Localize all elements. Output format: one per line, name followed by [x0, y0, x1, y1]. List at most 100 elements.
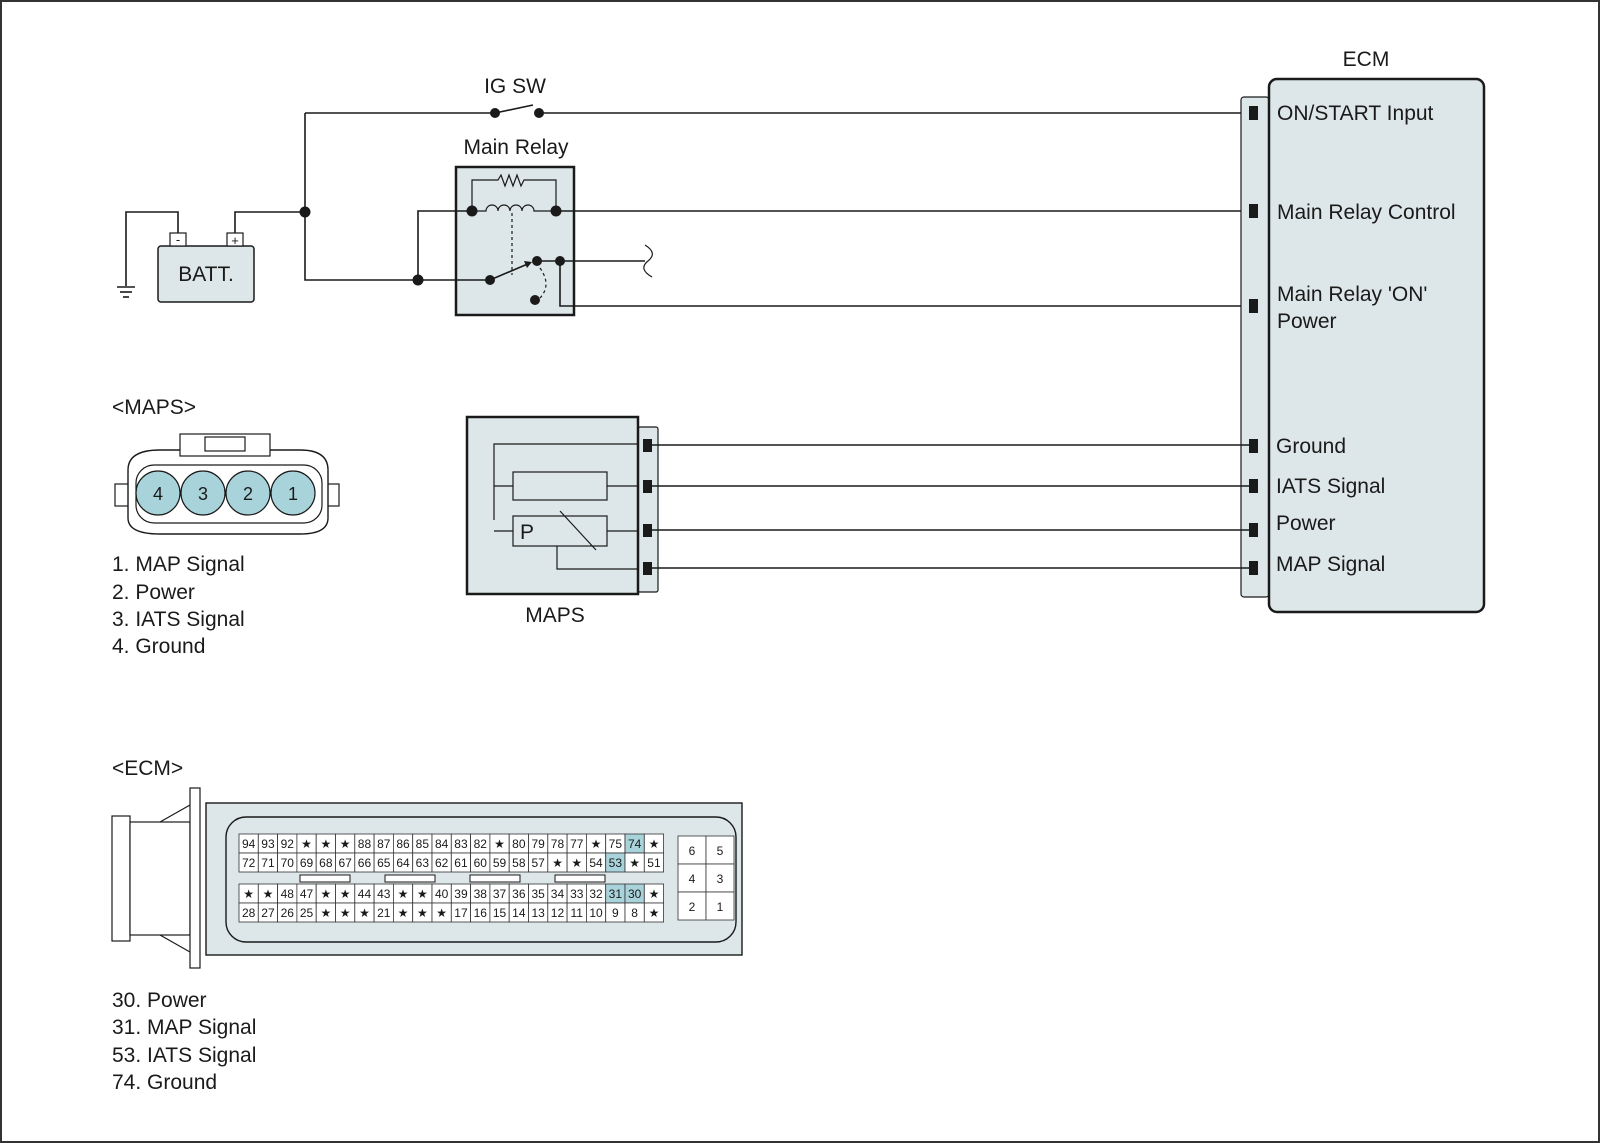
ecm-pin-label: 74 [628, 837, 642, 851]
ecm-pin-label: 11 [571, 906, 584, 920]
ecm-pin-label: 28 [242, 906, 256, 920]
ecm-pin-label: 8 [631, 906, 638, 920]
ecm-pin-label: 84 [435, 837, 449, 851]
maps-connector: <MAPS> 4 3 2 1 [112, 396, 340, 535]
ecm-pin-label: 30 [628, 887, 642, 901]
battery: - + BATT. [157, 232, 255, 303]
ecm-legend-item: 53. IATS Signal [112, 1044, 256, 1067]
ecm-pin-label: ★ [398, 906, 409, 920]
ecm-pin-label: 71 [261, 856, 275, 870]
ecm-block: ECM ON/START Input Main Relay Control Ma… [1240, 48, 1486, 614]
wire-battery-positive [234, 211, 305, 233]
maps-pin-2: 2 [243, 484, 253, 504]
ecm-pin-label: 94 [242, 837, 256, 851]
ecm-small-pin-label: 2 [689, 900, 696, 914]
ecm-pin-label: ★ [263, 887, 274, 901]
ecm-pin-label: 10 [589, 906, 603, 920]
ecm-pin-label: 32 [589, 887, 603, 901]
ecm-pin-label: ★ [398, 887, 409, 901]
ecm-pin-label: 85 [416, 837, 430, 851]
wire-main-relay-on-power [559, 261, 1250, 307]
ecm-terminal-iats-signal: IATS Signal [1276, 475, 1385, 498]
ecm-terminal-main-relay-control: Main Relay Control [1277, 201, 1456, 224]
ecm-small-pin-label: 5 [717, 844, 724, 858]
ecm-pin-label: ★ [629, 856, 640, 870]
ecm-small-pin-label: 4 [689, 872, 696, 886]
ecm-pin-label: 83 [454, 837, 468, 851]
maps-legend-item: 4. Ground [112, 635, 205, 658]
ecm-pin-label: ★ [436, 906, 447, 920]
ecm-pin-label: ★ [417, 887, 428, 901]
ecm-pin-label: 31 [609, 887, 623, 901]
ecm-terminal-power-line2: Power [1277, 310, 1337, 333]
ecm-connector-title: <ECM> [112, 757, 183, 780]
ecm-legend-item: 30. Power [112, 989, 207, 1012]
ecm-pin-label: 80 [512, 837, 526, 851]
maps-label: MAPS [525, 604, 585, 627]
ecm-small-pin-cell [677, 891, 707, 921]
ecm-pin-label: 51 [647, 856, 661, 870]
ecm-small-pin-label: 6 [689, 844, 696, 858]
ecm-pin-label: 15 [493, 906, 507, 920]
ecm-pin-label: ★ [417, 906, 428, 920]
ecm-pin-cell [643, 902, 664, 923]
ecm-pin-label: 64 [396, 856, 410, 870]
battery-positive-label: + [231, 233, 239, 248]
ecm-pin-label: ★ [320, 906, 331, 920]
ecm-legend-item: 74. Ground [112, 1071, 217, 1094]
battery-negative-label: - [176, 232, 180, 247]
ecm-pin-label: ★ [571, 856, 582, 870]
ecm-label: ECM [1343, 48, 1390, 71]
ecm-pin-label: 79 [531, 837, 545, 851]
ecm-pin-label: 87 [377, 837, 391, 851]
ecm-pin-label: 62 [435, 856, 449, 870]
maps-sensor: P MAPS [465, 415, 659, 627]
ecm-pin-label: 93 [261, 837, 275, 851]
ecm-pin-label: 82 [474, 837, 488, 851]
maps-pin-1: 1 [288, 484, 298, 504]
ig-switch: IG SW [484, 75, 546, 118]
ecm-pin-label: 60 [474, 856, 488, 870]
junction-dot [299, 206, 311, 218]
ecm-pin-label: 63 [416, 856, 430, 870]
ecm-pin-label: 57 [531, 856, 545, 870]
ecm-pin-label: 69 [300, 856, 314, 870]
junction-dot [412, 274, 424, 286]
ecm-small-pin-label: 3 [717, 872, 724, 886]
ecm-pin-label: 59 [493, 856, 507, 870]
ecm-pin-label: ★ [649, 887, 660, 901]
maps-legend-item: 1. MAP Signal [112, 553, 245, 576]
ecm-pin-label: 70 [281, 856, 295, 870]
ecm-pin-label: 12 [551, 906, 565, 920]
maps-p-label: P [520, 521, 534, 544]
ecm-pin-label: ★ [649, 837, 660, 851]
ecm-pin-label: 17 [454, 906, 468, 920]
ecm-pin-label: 48 [281, 887, 295, 901]
ecm-pin-label: 16 [474, 906, 488, 920]
ecm-pin-label: ★ [243, 887, 254, 901]
ecm-small-pin-cell [705, 863, 735, 893]
ecm-pin-label: 38 [474, 887, 488, 901]
main-relay: Main Relay [417, 136, 576, 317]
ecm-small-pin-cell [677, 835, 707, 865]
ecm-legend-item: 31. MAP Signal [112, 1016, 256, 1039]
ecm-pin-label: 75 [609, 837, 623, 851]
ecm-small-pin-cell [705, 891, 735, 921]
ecm-pin-label: 35 [531, 887, 545, 901]
ecm-pin-label: 77 [570, 837, 584, 851]
ecm-pin-label: 43 [377, 887, 391, 901]
ecm-pin-label: 9 [612, 906, 619, 920]
ecm-pin-label: 27 [261, 906, 275, 920]
ecm-pin-label: 58 [512, 856, 526, 870]
ecm-pin-label: 86 [396, 837, 410, 851]
ecm-terminal-map-signal: MAP Signal [1276, 553, 1385, 576]
wire-battery-bus [304, 113, 418, 281]
ecm-pin-label: ★ [649, 906, 660, 920]
ecm-pin-label: 14 [512, 906, 526, 920]
ecm-terminal-ground: Ground [1276, 435, 1346, 458]
maps-pin-4: 4 [153, 484, 163, 504]
ecm-pin-label: 39 [454, 887, 468, 901]
ecm-pin-label: ★ [320, 837, 331, 851]
